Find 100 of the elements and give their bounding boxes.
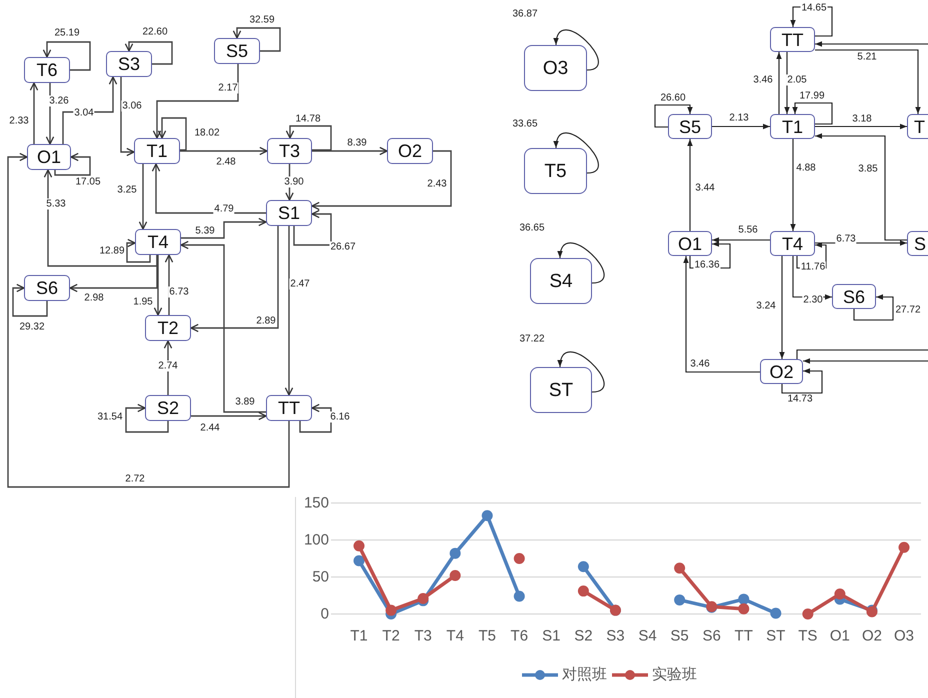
arrow xyxy=(815,240,907,246)
edge-label: 14.78 xyxy=(294,114,322,124)
category-label: T4 xyxy=(446,628,464,644)
category-label: T5 xyxy=(478,628,496,644)
edge-label: 2.98 xyxy=(83,292,105,304)
category-label: O3 xyxy=(894,628,914,644)
state-box: O3 xyxy=(524,45,587,91)
category-label: O2 xyxy=(862,628,882,644)
edge-label: 5.56 xyxy=(737,224,759,236)
edge-label: 2.33 xyxy=(8,116,30,126)
category-label: S5 xyxy=(670,628,689,644)
state-box: TT xyxy=(266,395,312,421)
edge-label: 3.90 xyxy=(283,176,305,188)
edge-label: 3.04 xyxy=(73,108,95,118)
edge-label: 26.67 xyxy=(329,242,357,252)
arrow xyxy=(683,256,760,373)
edge-label: 5.39 xyxy=(194,226,216,236)
state-box: O2 xyxy=(760,359,803,384)
edge-label: 3.26 xyxy=(48,96,70,106)
category-label: T1 xyxy=(350,628,368,644)
edge-label: 32.59 xyxy=(248,14,276,26)
arrow xyxy=(554,29,599,71)
state-box: S5 xyxy=(214,38,260,64)
state-box: T4 xyxy=(135,229,181,255)
category-label: ST xyxy=(766,628,786,644)
arrow xyxy=(191,412,267,420)
arrow xyxy=(312,146,388,156)
arrow xyxy=(30,82,38,144)
arrow xyxy=(152,64,239,139)
arrow xyxy=(776,52,782,114)
edge-label: 11.76 xyxy=(800,262,826,272)
state-box: T1 xyxy=(134,138,180,164)
category-label: O1 xyxy=(830,628,850,644)
arrow xyxy=(311,150,452,210)
arrow xyxy=(779,256,785,359)
arrow xyxy=(138,164,148,230)
axis-tick-label: 100 xyxy=(304,532,329,548)
arrow xyxy=(154,255,162,316)
edge-label: 6.73 xyxy=(168,286,190,298)
connector-line xyxy=(796,349,928,359)
arrow xyxy=(284,226,294,396)
state-box: S5 xyxy=(668,114,712,139)
state-box: S6 xyxy=(24,275,70,301)
edge-label: 2.89 xyxy=(255,316,277,326)
edge-label: 3.46 xyxy=(689,358,711,370)
state-box: O2 xyxy=(387,138,433,164)
state-box: T3 xyxy=(267,138,312,164)
edge-label: 26.60 xyxy=(659,92,687,104)
arrow xyxy=(712,237,770,243)
arrow xyxy=(120,77,135,156)
legend-label: 对照班 xyxy=(562,665,607,684)
state-box: T1 xyxy=(770,114,815,139)
arrow xyxy=(285,164,294,201)
arrow xyxy=(164,340,172,395)
category-label: S3 xyxy=(606,628,625,644)
arrow xyxy=(12,284,48,317)
state-box: S1 xyxy=(266,200,312,226)
arrow xyxy=(815,41,928,47)
edge-label: 33.65 xyxy=(511,118,539,130)
state-box: ST xyxy=(530,367,592,413)
state-box: S xyxy=(907,231,928,256)
edge-label: 36.87 xyxy=(511,8,539,20)
edge-label: 6.16 xyxy=(329,412,351,422)
edge-label: 17.05 xyxy=(74,176,102,188)
arrow xyxy=(687,139,693,231)
arrow xyxy=(62,76,118,144)
edge-label: 16.36 xyxy=(693,260,721,270)
edge-label: 36.65 xyxy=(518,222,546,234)
arrow xyxy=(164,254,174,315)
edge-label: 5.21 xyxy=(856,52,878,62)
edge-label: 3.85 xyxy=(857,164,879,174)
edge-label: 14.65 xyxy=(800,2,828,14)
arrow xyxy=(190,226,279,332)
edge-label: 3.06 xyxy=(121,100,143,112)
state-box: T xyxy=(907,114,928,139)
edge-label: 2.48 xyxy=(215,156,237,168)
category-label: S2 xyxy=(574,628,593,644)
edge-label: 2.47 xyxy=(289,278,311,290)
edge-label: 2.44 xyxy=(199,422,221,434)
edge-label: 2.13 xyxy=(728,112,750,124)
edge-label: 2.43 xyxy=(426,178,448,190)
edge-label: 14.73 xyxy=(786,394,814,404)
category-label: T2 xyxy=(382,628,400,644)
edge-label: 3.89 xyxy=(234,396,256,408)
arrow xyxy=(44,169,158,267)
edge-label: 18.02 xyxy=(193,128,221,138)
arrow xyxy=(853,294,894,321)
arrow xyxy=(232,27,281,52)
edge-label: 2.05 xyxy=(786,74,808,86)
category-label: S6 xyxy=(702,628,721,644)
arrow xyxy=(815,49,921,114)
arrow xyxy=(558,351,604,393)
edge-label: 22.60 xyxy=(141,26,169,38)
arrow xyxy=(784,52,790,114)
arrow xyxy=(293,210,332,246)
state-box: S6 xyxy=(832,284,876,309)
arrow xyxy=(42,41,91,71)
state-box: S3 xyxy=(106,51,152,77)
arrow xyxy=(712,124,770,130)
edge-label: 2.72 xyxy=(124,474,146,484)
